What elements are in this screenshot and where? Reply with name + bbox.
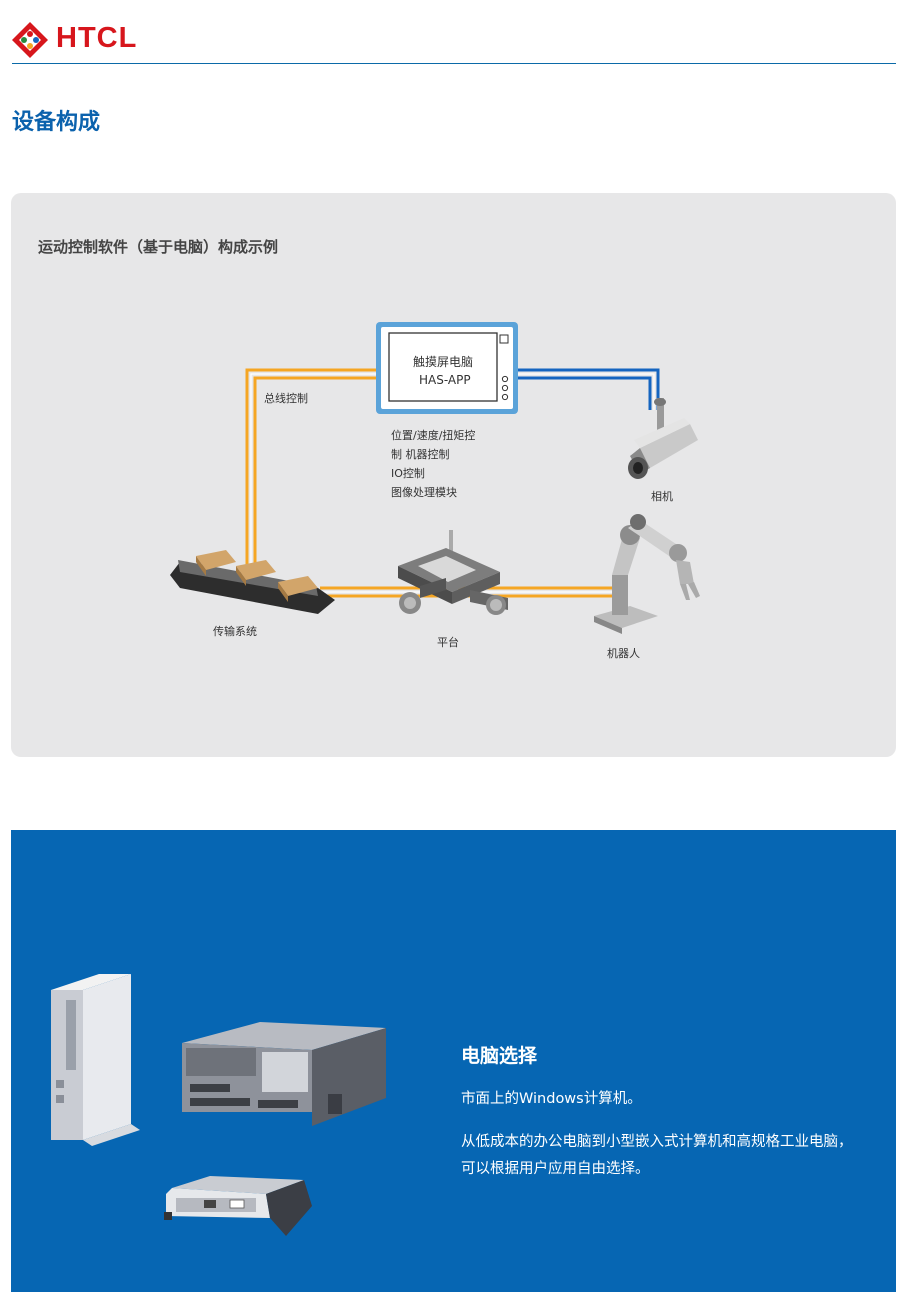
bus-control-label: 总线控制 bbox=[264, 392, 308, 405]
bus-line-pc-conveyor bbox=[245, 368, 378, 578]
header-divider bbox=[12, 63, 896, 64]
camera-icon bbox=[628, 398, 698, 479]
htcl-logo-icon bbox=[12, 22, 48, 58]
touch-pc-icon bbox=[376, 322, 518, 414]
tower-pc-icon bbox=[51, 974, 140, 1146]
system-diagram bbox=[170, 322, 700, 634]
brand-name: HTCL bbox=[56, 22, 138, 54]
pc-section-title: 电脑选择 bbox=[461, 1045, 538, 1067]
diagram-panel bbox=[11, 193, 896, 757]
pc-label-software: HAS-APP bbox=[419, 373, 471, 387]
function-item: 图像处理模块 bbox=[391, 486, 457, 499]
function-item: 制 机器控制 bbox=[391, 448, 450, 461]
function-item: 位置/速度/扭矩控 bbox=[391, 429, 476, 442]
robot-arm-icon bbox=[594, 514, 700, 634]
industrial-pc-icon bbox=[182, 1022, 386, 1126]
stage-label: 平台 bbox=[437, 636, 459, 649]
pc-section-paragraph: 市面上的Windows计算机。 bbox=[461, 1091, 642, 1107]
conveyor-icon bbox=[170, 550, 335, 614]
pc-selection-panel bbox=[11, 830, 896, 1292]
camera-line bbox=[518, 368, 660, 410]
section-title: 设备构成 bbox=[12, 110, 101, 135]
function-item: IO控制 bbox=[391, 467, 425, 480]
conveyor-label: 传输系统 bbox=[213, 625, 257, 638]
stage-icon bbox=[398, 530, 508, 615]
pc-label-name: 触摸屏电脑 bbox=[413, 355, 474, 369]
robot-label: 机器人 bbox=[607, 647, 640, 660]
camera-label: 相机 bbox=[651, 490, 673, 503]
box-pc-icon bbox=[164, 1176, 312, 1236]
diagram-title: 运动控制软件（基于电脑）构成示例 bbox=[38, 238, 279, 256]
pc-section-paragraph: 从低成本的办公电脑到小型嵌入式计算机和高规格工业电脑，可以根据用户应用自由选择。 bbox=[461, 1134, 853, 1177]
